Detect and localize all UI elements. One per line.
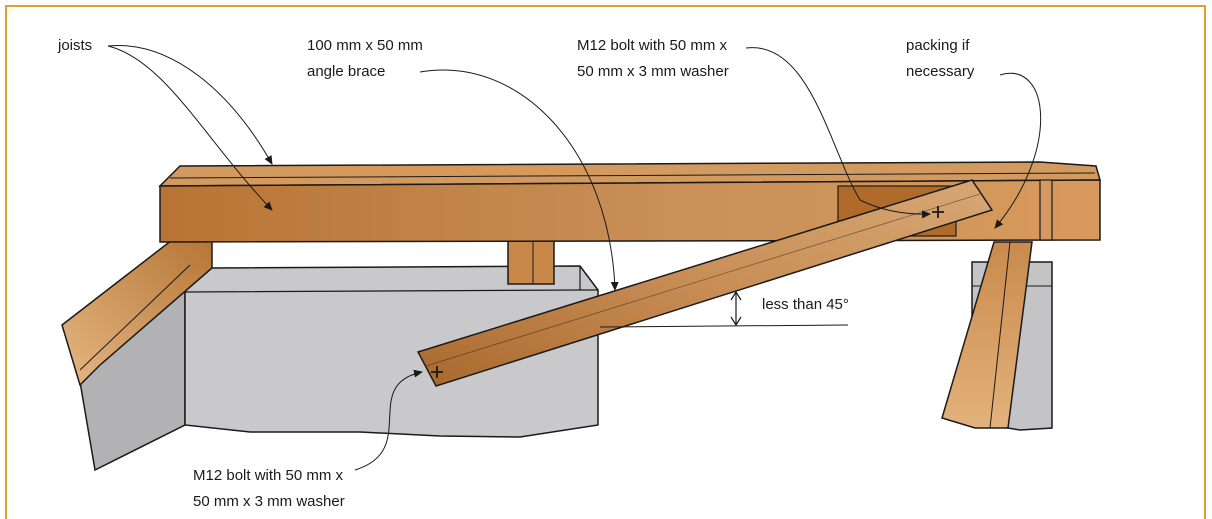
label-bolt-bottom-line1: M12 bolt with 50 mm x (193, 467, 344, 484)
concrete-pier-left (77, 265, 599, 472)
label-packing-line2: necessary (906, 63, 975, 80)
label-bolt-top-line1: M12 bolt with 50 mm x (577, 37, 728, 54)
short-post (507, 235, 555, 285)
label-bolt-bottom-line2: 50 mm x 3 mm washer (193, 493, 345, 510)
right-post (941, 241, 1033, 429)
angle-indicator (599, 290, 849, 328)
bolt-mark-top (932, 206, 944, 218)
leader-angle-brace (419, 69, 619, 291)
leader-joists-1 (107, 45, 273, 165)
leader-lines (107, 45, 1042, 471)
diagram-frame (5, 5, 1206, 519)
label-angle-brace-line1: 100 mm x 50 mm (307, 37, 423, 54)
leader-bolt-top (745, 47, 931, 219)
angle-brace (416, 179, 994, 387)
leader-packing (994, 72, 1042, 229)
leader-joists-2 (107, 45, 273, 211)
label-angle-brace-line2: angle brace (307, 63, 386, 80)
leader-bolt-bottom (354, 369, 423, 471)
label-packing-line1: packing if (906, 37, 970, 54)
label-joists: joists (58, 37, 93, 54)
label-angle: less than 45° (762, 296, 849, 313)
label-bolt-top-line2: 50 mm x 3 mm washer (577, 63, 729, 80)
bolt-mark-bottom (431, 366, 443, 378)
